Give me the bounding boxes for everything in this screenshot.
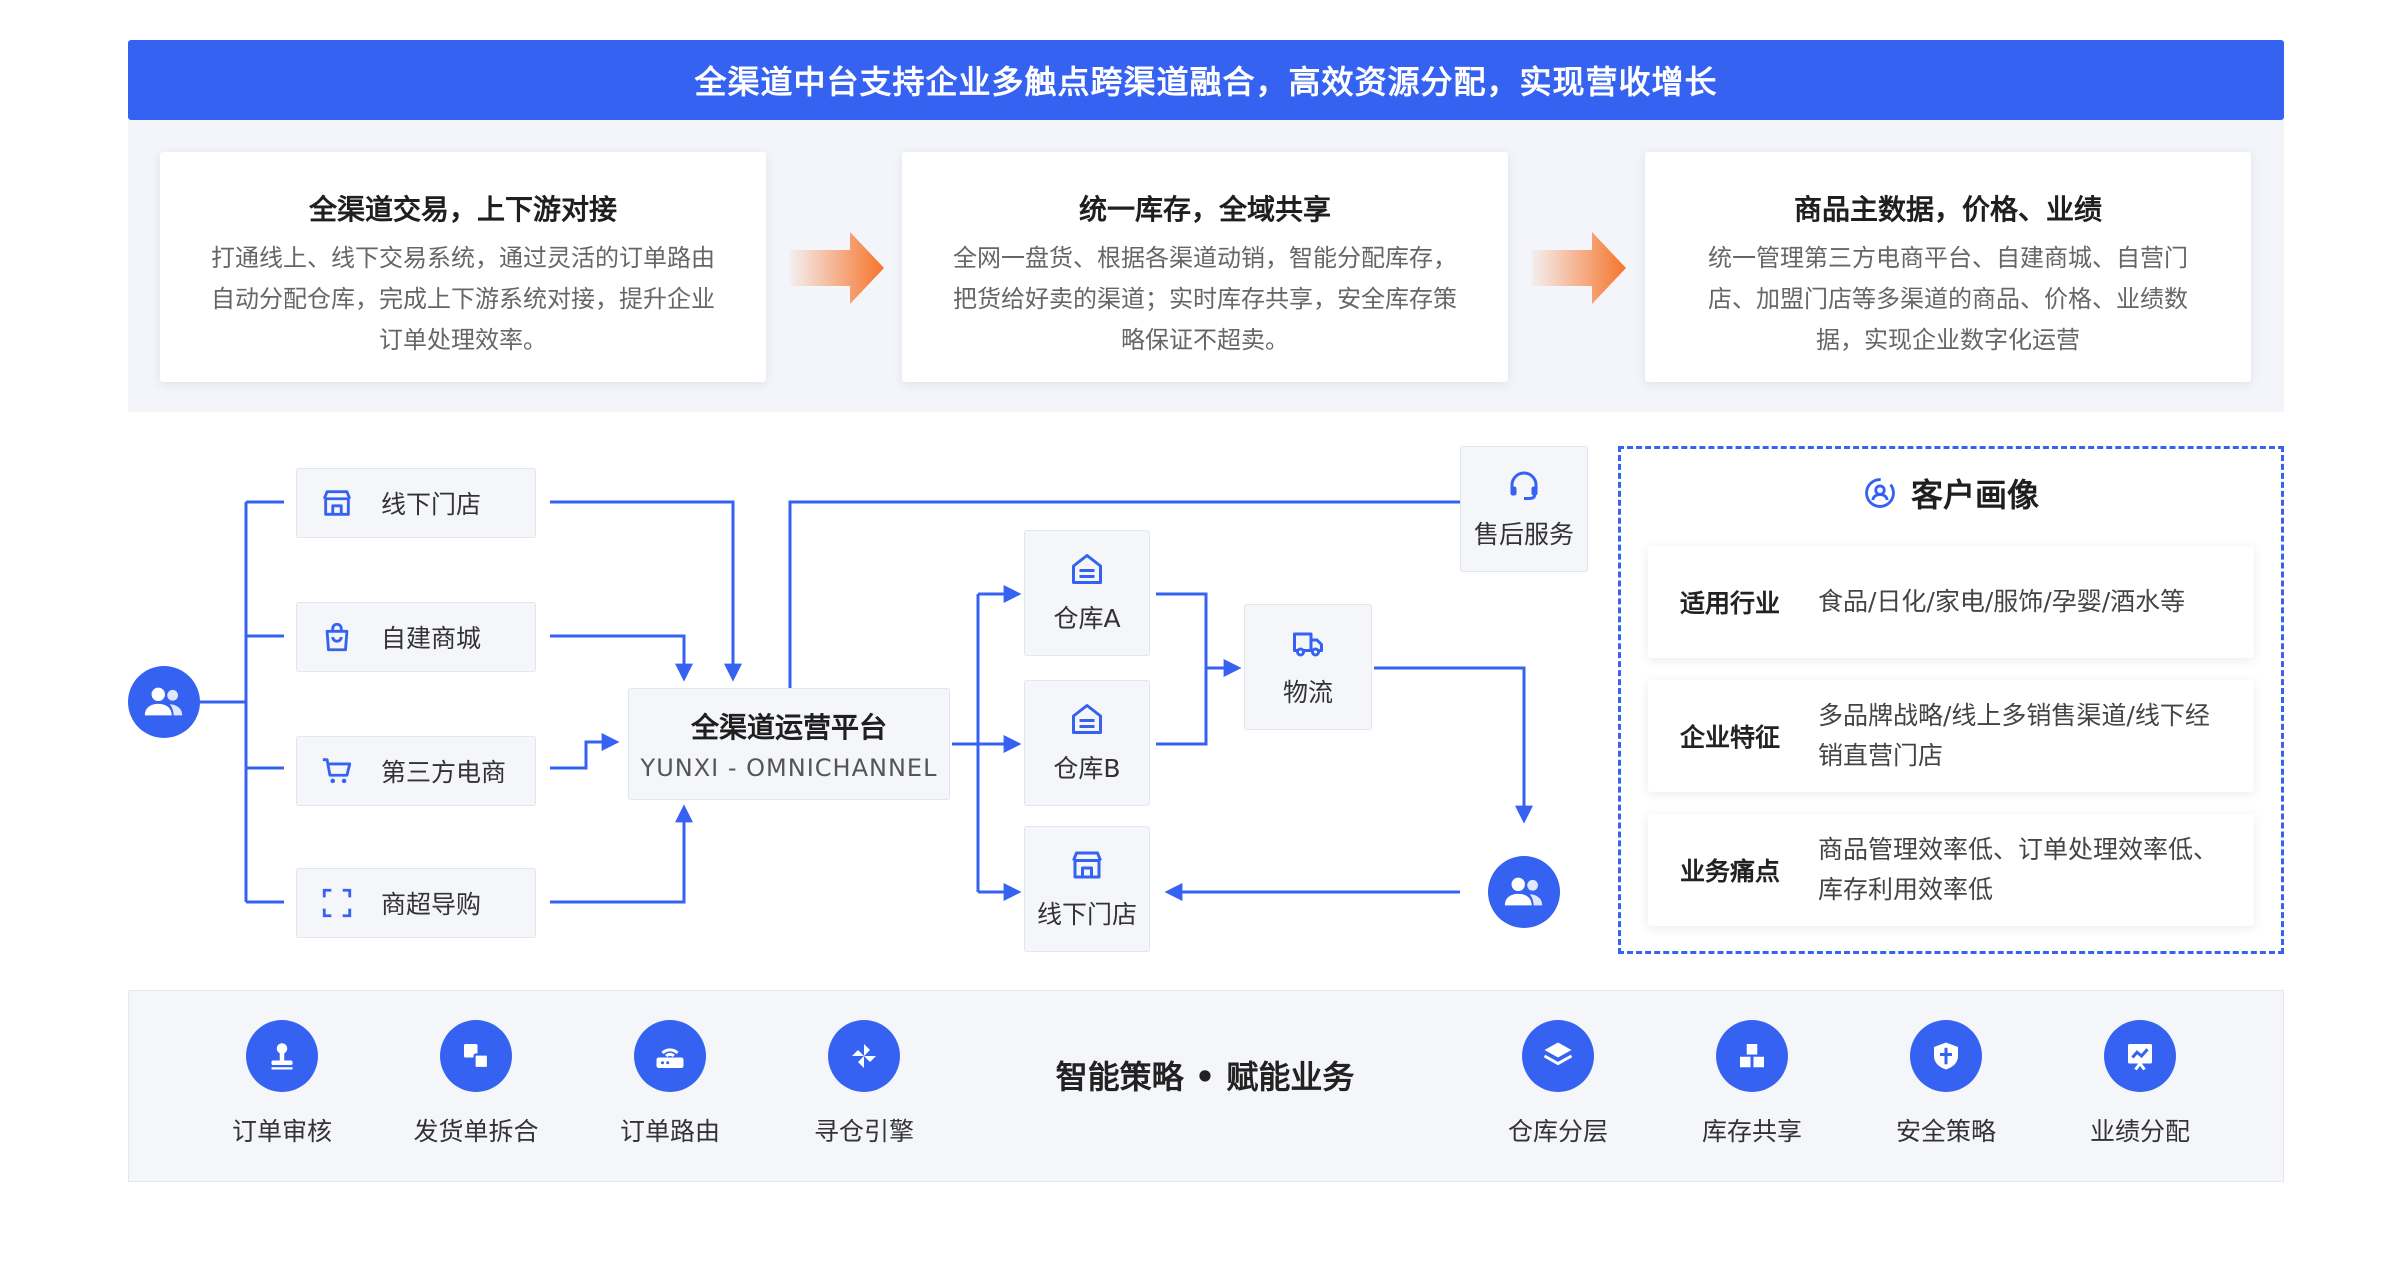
headset-icon <box>1510 471 1538 500</box>
warehouse-label: 仓库B <box>1053 754 1121 783</box>
channel-label: 第三方电商 <box>381 758 507 787</box>
user-profile-icon <box>1865 478 1895 508</box>
headline-text: 全渠道中台支持企业多触点跨渠道融合，高效资源分配，实现营收增长 <box>694 63 1718 101</box>
store-icon <box>1072 851 1102 879</box>
strategy-label: 业绩分配 <box>2089 1117 2190 1146</box>
orange-arrow-icon <box>790 232 884 304</box>
card-text-line: 略保证不超卖。 <box>1121 326 1289 354</box>
strategy-label: 仓库分层 <box>1507 1117 1608 1146</box>
card-text-line: 把货给好卖的渠道；实时库存共享，安全库存策 <box>953 285 1457 313</box>
layers-icon <box>1543 1042 1573 1066</box>
users-icon <box>144 687 183 716</box>
profile-row-value: 食品/日化/家电/服饰/孕婴/酒水等 <box>1818 582 2185 622</box>
strategy-icon-circle <box>1522 1020 1594 1092</box>
profile-row-line: 库存利用效率低 <box>1818 875 1994 904</box>
card-text-line: 全网一盘货、根据各渠道动销，智能分配库存， <box>953 244 1457 272</box>
warehouse-icon <box>1072 704 1102 734</box>
strategy-label: 订单审核 <box>231 1117 332 1146</box>
channel-supermarket-guide: 商超导购 <box>296 868 536 938</box>
stamp-icon <box>271 1043 293 1070</box>
channel-offline-store: 线下门店 <box>296 468 536 538</box>
card-text-line: 店、加盟门店等多渠道的商品、价格、业绩数 <box>1708 285 2188 313</box>
profile-title: 客户画像 <box>1910 476 2039 514</box>
end-customer-avatar <box>1488 856 1560 928</box>
split-icon <box>464 1044 490 1070</box>
card-title: 统一库存，全域共享 <box>1078 193 1331 226</box>
after-sales-node: 售后服务 <box>1460 446 1588 572</box>
chart-board-icon <box>2128 1044 2152 1071</box>
strategy-label: 库存共享 <box>1701 1117 1802 1146</box>
channel-label: 商超导购 <box>381 890 482 919</box>
after-sales-label: 售后服务 <box>1473 520 1574 549</box>
headline-banner: 全渠道中台支持企业多触点跨渠道融合，高效资源分配，实现营收增长 <box>128 40 2284 120</box>
logistics-label: 物流 <box>1282 678 1333 707</box>
logistics-node: 物流 <box>1244 604 1372 730</box>
profile-row-label: 业务痛点 <box>1680 857 1781 886</box>
strategy-icon-circle <box>440 1020 512 1092</box>
orange-arrow-icon <box>1532 232 1626 304</box>
omnichannel-platform: 全渠道运营平台 YUNXI - OMNICHANNEL <box>628 688 950 800</box>
cart-icon <box>322 758 352 784</box>
platform-subtitle: YUNXI - OMNICHANNEL <box>640 754 938 782</box>
strategy-icon-circle <box>828 1020 900 1092</box>
strategy-icon-circle <box>634 1020 706 1092</box>
shopping-bag-icon <box>325 622 349 652</box>
store-icon <box>322 490 352 516</box>
router-icon <box>656 1048 684 1068</box>
profile-row-features: 企业特征 多品牌战略/线上多销售渠道/线下经 销直营门店 <box>1648 680 2254 792</box>
warehouse-label: 仓库A <box>1053 604 1121 633</box>
warehouse-offline-store: 线下门店 <box>1024 826 1150 952</box>
profile-row-painpoints: 业务痛点 商品管理效率低、订单处理效率低、 库存利用效率低 <box>1648 814 2254 926</box>
profile-row-line: 销直营门店 <box>1818 741 1944 770</box>
strategy-icon-circle <box>246 1020 318 1092</box>
profile-row-line: 商品管理效率低、订单处理效率低、 <box>1818 835 2219 864</box>
truck-icon <box>1293 632 1323 657</box>
channel-label: 线下门店 <box>381 490 482 519</box>
feature-card-trade: 全渠道交易，上下游对接 打通线上、线下交易系统，通过灵活的订单路由 自动分配仓库… <box>160 152 766 382</box>
shield-icon <box>1934 1042 1958 1070</box>
feature-card-masterdata: 商品主数据，价格、业绩 统一管理第三方电商平台、自建商城、自营门 店、加盟门店等… <box>1645 152 2251 382</box>
card-text-line: 据，实现企业数字化运营 <box>1816 326 2080 354</box>
card-text-line: 打通线上、线下交易系统，通过灵活的订单路由 <box>211 244 715 272</box>
profile-row-industry: 适用行业 食品/日化/家电/服饰/孕婴/酒水等 <box>1648 546 2254 658</box>
strategy-icon-circle <box>2104 1020 2176 1092</box>
profile-row-value: 多品牌战略/线上多销售渠道/线下经 销直营门店 <box>1818 696 2210 776</box>
platform-title: 全渠道运营平台 <box>690 711 887 744</box>
users-icon <box>1504 877 1543 906</box>
strategy-label: 订单路由 <box>619 1117 720 1146</box>
card-text-line: 订单处理效率。 <box>379 326 547 354</box>
strategy-icon-circle <box>1910 1020 1982 1092</box>
profile-row-label: 企业特征 <box>1680 723 1781 752</box>
engine-icon <box>852 1044 876 1068</box>
strategy-icon-circle <box>1716 1020 1788 1092</box>
card-title: 全渠道交易，上下游对接 <box>308 193 617 226</box>
strategy-label: 发货单拆合 <box>413 1117 539 1146</box>
boxes-icon <box>1740 1044 1764 1068</box>
strategy-label: 寻仓引擎 <box>813 1117 914 1146</box>
card-title: 商品主数据，价格、业绩 <box>1793 193 2102 226</box>
card-text-line: 自动分配仓库，完成上下游系统对接，提升企业 <box>211 285 715 313</box>
warehouse-label: 线下门店 <box>1036 900 1137 929</box>
profile-row-line: 多品牌战略/线上多销售渠道/线下经 <box>1818 701 2210 730</box>
channel-own-mall: 自建商城 <box>296 602 536 672</box>
warehouse-icon <box>1072 554 1102 584</box>
strategy-label: 安全策略 <box>1895 1117 1996 1146</box>
warehouse-b: 仓库B <box>1024 680 1150 806</box>
profile-header: 客户画像 <box>1618 470 2284 516</box>
warehouse-a: 仓库A <box>1024 530 1150 656</box>
strategy-title: 智能策略 • 赋能业务 <box>1055 1058 1355 1096</box>
channel-label: 自建商城 <box>381 624 482 653</box>
card-text-line: 统一管理第三方电商平台、自建商城、自营门 <box>1708 244 2188 272</box>
channel-third-party-ecommerce: 第三方电商 <box>296 736 536 806</box>
feature-card-inventory: 统一库存，全域共享 全网一盘货、根据各渠道动销，智能分配库存， 把货给好卖的渠道… <box>902 152 1508 382</box>
profile-row-value: 商品管理效率低、订单处理效率低、 库存利用效率低 <box>1818 830 2218 910</box>
customer-avatar <box>128 666 200 738</box>
profile-row-label: 适用行业 <box>1680 589 1781 618</box>
profile-row-line: 食品/日化/家电/服饰/孕婴/酒水等 <box>1818 587 2186 616</box>
scan-icon <box>322 888 352 918</box>
